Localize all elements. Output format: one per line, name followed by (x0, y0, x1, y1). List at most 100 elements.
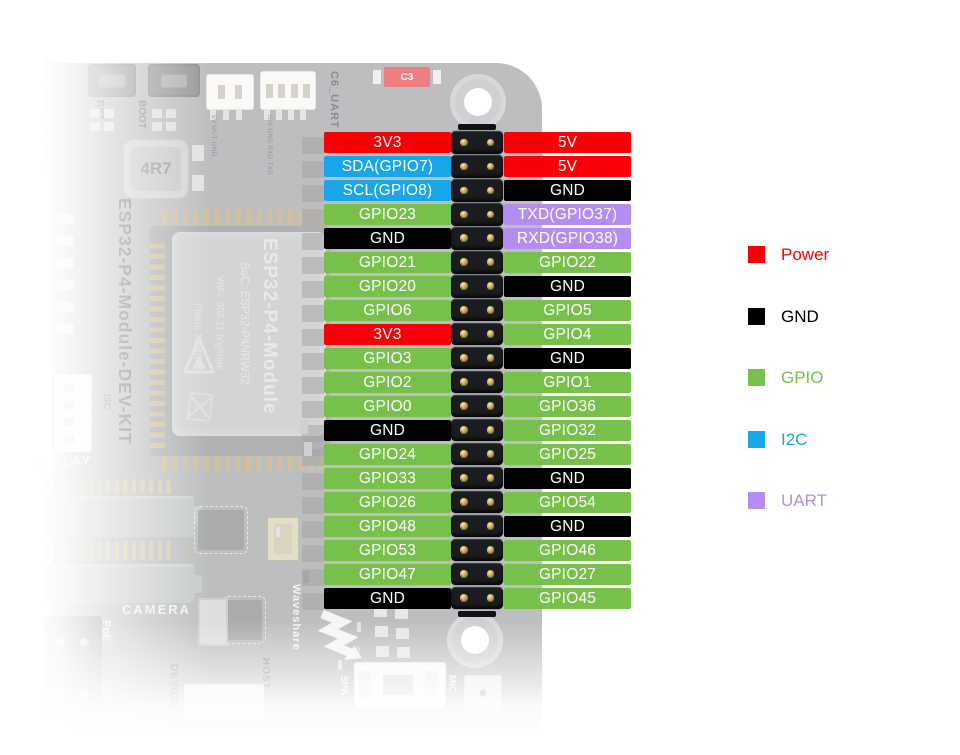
header-pin (486, 330, 494, 338)
header-socket-row-7 (451, 274, 503, 298)
header-pin (486, 426, 494, 434)
header-socket-row-17 (451, 514, 503, 538)
pin-label-right-3: GND (504, 179, 631, 201)
header-socket-row-19 (451, 562, 503, 586)
header-pin (460, 522, 468, 530)
legend-swatch-power (748, 246, 765, 263)
header-pin (486, 594, 494, 602)
legend-swatch-i2c (748, 430, 765, 448)
pin-label-right-13: GPIO32 (504, 419, 631, 441)
pin-label-left-17: GPIO48 (324, 515, 451, 537)
module-soc-label: SoC: ESP32-P4NRW32 (238, 262, 250, 385)
header-pin (486, 258, 494, 266)
pin-label-left-15: GPIO33 (324, 467, 451, 489)
header-pin (486, 522, 494, 530)
pin-header (451, 124, 503, 618)
header-socket-row-12 (451, 394, 503, 418)
header-pin (460, 354, 468, 362)
header-socket-row-13 (451, 418, 503, 442)
pin-label-left-3: SCL(GPIO8) (324, 179, 451, 201)
pin-label-right-11: GPIO1 (504, 371, 631, 393)
pin-label-left-7: GPIO20 (324, 275, 451, 297)
header-pin (486, 402, 494, 410)
pin-label-left-12: GPIO0 (324, 395, 451, 417)
pin-label-right-14: GPIO25 (504, 443, 631, 465)
header-pin (460, 546, 468, 554)
uart-pin-labels: IO9 GND RXD TXD (266, 115, 272, 176)
legend-swatch-uart (748, 492, 765, 509)
header-pin (460, 426, 468, 434)
pin-label-right-12: GPIO36 (504, 395, 631, 417)
header-socket-row-3 (451, 178, 503, 202)
header-pin (460, 378, 468, 386)
header-pin (460, 306, 468, 314)
pin-label-right-1: 5V (504, 131, 631, 153)
pin-label-right-8: GPIO5 (504, 299, 631, 321)
header-pin (486, 186, 494, 195)
header-socket-row-1 (451, 131, 503, 154)
header-socket-row-15 (451, 466, 503, 490)
pin-label-right-19: GPIO27 (504, 563, 631, 585)
header-pin (460, 450, 468, 458)
pin-label-left-8: GPIO6 (324, 299, 451, 321)
legend-label: GND (781, 306, 819, 326)
pin-label-left-13: GND (324, 419, 451, 441)
legend-label: I2C (781, 429, 808, 449)
header-pin (460, 570, 468, 578)
pin-label-left-4: GPIO23 (324, 203, 451, 225)
pin-label-right-20: GPIO45 (504, 587, 631, 609)
legend-item-uart: UART (748, 492, 829, 509)
legend-label: Power (781, 245, 830, 264)
header-pin (486, 450, 494, 458)
header-pin (460, 186, 468, 195)
legend-swatch-gpio (748, 369, 765, 386)
module-title-label: ESP32-P4-Module (259, 238, 280, 415)
pin-label-right-6: GPIO22 (504, 251, 631, 273)
module-wifi-label: WiFi: 802.11 b/g/n/ax (214, 276, 225, 370)
header-pin (486, 234, 494, 242)
header-end-cap (458, 124, 496, 130)
connector-pins (264, 109, 310, 120)
header-pin (486, 546, 494, 554)
pin-label-right-10: GND (504, 347, 631, 369)
header-pin (460, 594, 468, 602)
pin-label-right-5: RXD(GPIO38) (504, 227, 631, 249)
pin-label-right-16: GPIO54 (504, 491, 631, 513)
pin-label-left-19: GPIO47 (324, 563, 451, 585)
mounting-hole-top (450, 74, 506, 130)
pin-silkscreen-strip (302, 132, 324, 610)
header-pin (460, 234, 468, 242)
header-pin (460, 282, 468, 290)
pin-label-left-2: SDA(GPIO7) (324, 155, 451, 177)
pin-label-right-4: TXD(GPIO37) (504, 203, 631, 225)
legend-item-gnd: GND (748, 306, 829, 326)
pin-label-left-16: GPIO26 (324, 491, 451, 513)
header-socket-row-20 (451, 586, 503, 610)
header-pin (460, 498, 468, 506)
legend-label: UART (781, 491, 827, 510)
header-socket-row-14 (451, 442, 503, 466)
header-pin (486, 354, 494, 362)
header-socket-row-11 (451, 370, 503, 394)
legend-item-i2c: I2C (748, 429, 829, 449)
header-pin (460, 474, 468, 482)
header-pin (460, 402, 468, 410)
header-pin (460, 210, 468, 218)
header-socket-row-10 (451, 346, 503, 370)
header-end-cap (458, 610, 496, 617)
pin-label-left-5: GND (324, 227, 451, 249)
header-pin (460, 162, 468, 171)
pin-label-right-17: GND (504, 515, 631, 537)
connector-pins (210, 109, 248, 120)
pin-label-left-1: 3V3 (324, 131, 451, 153)
header-pin (486, 210, 494, 218)
header-socket-row-8 (451, 298, 503, 322)
pin-label-right-9: GPIO4 (504, 323, 631, 345)
uart-connector (260, 71, 316, 110)
pin-label-right-2: 5V (504, 155, 631, 177)
